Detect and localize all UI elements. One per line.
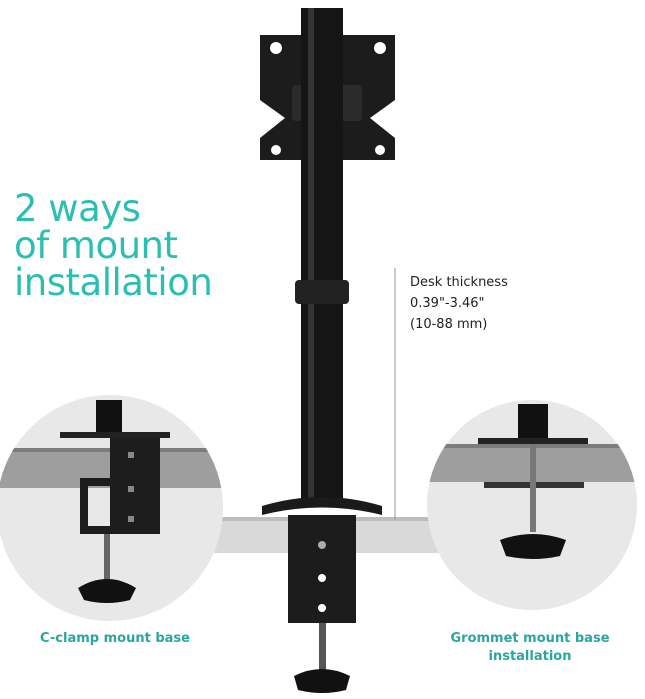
headline: 2 ways of mount installation xyxy=(14,187,213,304)
grommet-caption-line-2: installation xyxy=(488,649,572,664)
grommet-caption-line-1: Grommet mount base xyxy=(450,631,610,646)
desk-thickness-spec: Desk thickness 0.39"-3.46" (10-88 mm) xyxy=(410,272,508,335)
headline-line-1: 2 ways xyxy=(14,187,141,230)
grommet-icon xyxy=(427,400,637,610)
headline-line-2: of mount xyxy=(14,224,178,267)
mount-pole xyxy=(301,8,343,504)
c-clamp-caption: C-clamp mount base xyxy=(40,631,190,646)
headline-line-3: installation xyxy=(14,261,213,304)
base-plate xyxy=(262,497,382,515)
desk-thickness-label: Desk thickness xyxy=(410,275,508,290)
c-clamp-icon xyxy=(0,395,223,621)
desk-thickness-mm: (10-88 mm) xyxy=(410,317,488,332)
grommet-caption: Grommet mount base installation xyxy=(430,630,630,666)
desk-thickness-inches: 0.39"-3.46" xyxy=(410,296,485,311)
